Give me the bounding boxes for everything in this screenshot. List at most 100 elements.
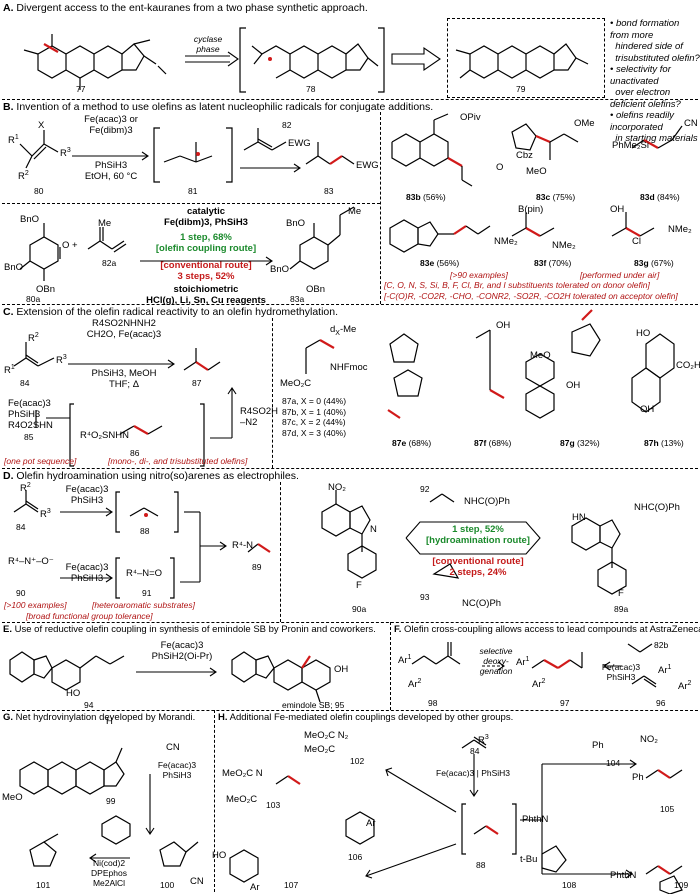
- panel-f-label: F.: [394, 624, 402, 635]
- panel-c-title: Extension of the olefin radical reactivi…: [16, 306, 339, 318]
- ar2-98: Ar2: [408, 678, 422, 691]
- cpd-102: 102: [350, 756, 365, 766]
- ar-107: Ar: [250, 882, 260, 893]
- ewg-83: EWG: [356, 160, 379, 171]
- cpd-86: 86: [130, 448, 140, 458]
- cpd-84-h: 84: [470, 746, 480, 756]
- cl-83g: Cl: [632, 236, 641, 247]
- obn-83a: OBn: [306, 284, 326, 295]
- panel-d-header: D. Olefin hydroamination using nitro(so)…: [3, 470, 299, 482]
- me-83a: Me: [348, 206, 362, 217]
- plus-sign: +: [72, 240, 78, 251]
- bno-83a: BnO: [286, 218, 306, 229]
- cpd-88-d: 88: [140, 526, 150, 536]
- example-87e: 87e (68%): [392, 438, 432, 448]
- panel-b-reagents-2: PhSiH3 EtOH, 60 °C: [84, 160, 138, 182]
- cpd-85: 85: [24, 432, 34, 442]
- bno-83a-2: BnO: [270, 264, 290, 275]
- meo-87g: MeO: [530, 350, 551, 361]
- r3-84-d: R3: [40, 508, 51, 521]
- panel-h-title: Additional Fe-mediated olefin couplings …: [229, 712, 514, 723]
- example-83d: 83d (84%): [640, 192, 680, 202]
- 83b-o: O: [496, 162, 504, 173]
- nhfmoc: NHFmoc: [330, 362, 368, 373]
- separator-c-d: [2, 468, 698, 469]
- co2h-87h: CO₂H: [676, 360, 700, 371]
- ar-106: Ar: [366, 818, 376, 829]
- r2-84: R2: [28, 332, 39, 345]
- cpd-108: 108: [562, 880, 577, 890]
- panel-c-reagents-bottom: PhSiH3, MeOH THF; Δ: [91, 368, 157, 390]
- ome-83c: OMe: [574, 118, 595, 129]
- cpd-89a: 89a: [614, 604, 629, 614]
- no2-90a: NO₂: [328, 482, 346, 493]
- phthn-109: PhthN: [610, 870, 637, 881]
- panel-a-header: A. Divergent access to the ent-kauranes …: [3, 2, 368, 14]
- tbu-108: t-Bu: [520, 854, 538, 865]
- cyclase-phase-label: cyclase phase: [193, 34, 223, 54]
- panel-f-header: F. Olefin cross-coupling allows access t…: [394, 624, 700, 636]
- panel-g-reagents: Fe(acac)3 PhSiH3: [157, 760, 197, 780]
- route-conventional: [conventional route] 3 steps, 52%: [160, 260, 252, 282]
- hn-89a: HN: [572, 512, 586, 523]
- cpd-79: 79: [516, 84, 526, 94]
- panel-b-reagents: Fe(acac)3 or Fe(dibm)3: [84, 114, 138, 136]
- oh-95: OH: [334, 664, 349, 675]
- panel-b-comparison-scheme: [19, 206, 355, 281]
- cpd-101: 101: [36, 880, 51, 890]
- note-olefins: [mono-, di-, and trisubstituted olefins]: [108, 456, 248, 466]
- cpd-91: 91: [142, 588, 152, 598]
- cpd-77: 77: [76, 84, 86, 94]
- r2-80: R2: [18, 170, 29, 183]
- panel-b-examples-structures: [389, 113, 683, 253]
- panel-d-scheme: [13, 490, 271, 599]
- cpd-84-c: 84: [20, 378, 30, 388]
- r-groups-80: R1: [8, 134, 19, 147]
- oh-83g: OH: [610, 204, 625, 215]
- panel-d-comparison-scheme: [321, 490, 627, 595]
- example-87f: 87f (68%): [474, 438, 512, 448]
- stoichiometric-reagents: stoichiometric HCl(g), Li, Sn, Cu reagen…: [146, 284, 266, 306]
- nitro-90: R⁴–N⁺–O⁻: [8, 556, 54, 567]
- cpd-88-h: 88: [476, 860, 486, 870]
- route-conventional-d: [conventional route] 2 steps, 24%: [432, 556, 524, 578]
- panel-a-scheme: [23, 27, 589, 93]
- cpd-90: 90: [16, 588, 26, 598]
- phthn-108: PhthN: [522, 814, 549, 825]
- example-83b: 83b (56%): [406, 192, 446, 202]
- panel-b-general-scheme: [19, 127, 355, 183]
- h-99: H: [106, 716, 113, 727]
- ewg-82: EWG: [288, 138, 311, 149]
- nme2-83f: NMe₂: [552, 240, 576, 251]
- cpd-98: 98: [428, 698, 438, 708]
- example-83g: 83g (67%): [634, 258, 674, 268]
- cn-reagent: CN: [166, 742, 180, 753]
- panel-f-title: Olefin cross-coupling allows access to l…: [404, 624, 700, 635]
- c-leaving-groups: R4SO2H –N2: [240, 406, 279, 428]
- panel-g-reagents-2: Ni(cod)2 DPEphos Me2AlCl: [91, 858, 127, 888]
- panel-g-h-divider: [214, 710, 215, 892]
- cpd-83a: 83a: [290, 294, 305, 304]
- panel-d-divider: [280, 482, 281, 622]
- meo2c: MeO₂C: [280, 378, 312, 389]
- bno-1: BnO: [20, 214, 40, 225]
- cpd-105: 105: [660, 804, 675, 814]
- oh-87g: OH: [566, 380, 581, 391]
- note-air: [performed under air]: [580, 270, 660, 280]
- panel-b-inner-sep: [2, 203, 380, 204]
- panel-e-title: Use of reductive olefin coupling in synt…: [14, 624, 376, 635]
- no2-104: NO₂: [640, 734, 658, 745]
- panel-d-reagents: Fe(acac)3 PhSiH3: [65, 484, 109, 506]
- note-examples: [>90 examples]: [450, 270, 508, 280]
- ar2-97: Ar2: [532, 678, 546, 691]
- panel-f-scheme: [411, 642, 657, 688]
- panel-c-divider: [272, 318, 273, 468]
- f-90a: F: [356, 580, 362, 591]
- product-95: emindole SB; 95: [282, 700, 345, 710]
- f-89a: F: [618, 588, 624, 599]
- cpd-83: 83: [324, 186, 334, 196]
- meo2c-103: MeO₂C N: [222, 768, 263, 779]
- panel-d-title: Olefin hydroamination using nitro(so)are…: [16, 470, 299, 482]
- cpd-82a: 82a: [102, 258, 117, 268]
- panel-b-label: B.: [3, 101, 14, 113]
